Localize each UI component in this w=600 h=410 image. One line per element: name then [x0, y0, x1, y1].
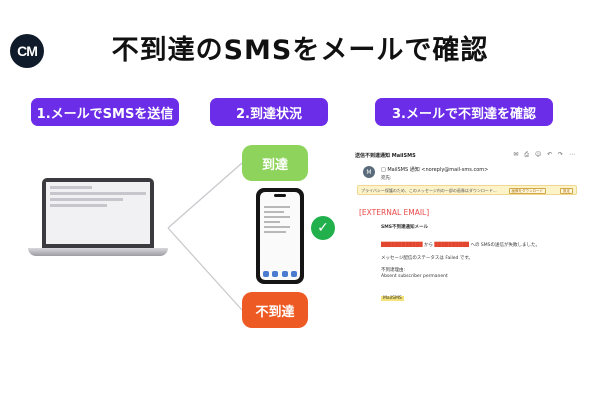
phone-message-line	[264, 206, 290, 208]
connector-to-delivered	[167, 162, 243, 229]
email-to: 宛先:	[381, 176, 392, 181]
step-2-label: 2.到達状況	[210, 98, 328, 126]
email-preview: 送信不到達通知 MailSMS ✉ ⎙ ☺ ↶ ↷ ⋯ M □ MailSMS …	[355, 150, 577, 310]
phone-message-line	[264, 221, 280, 223]
phone-message-line	[264, 231, 286, 233]
phone-screen	[260, 192, 300, 280]
app-icon	[281, 271, 288, 277]
laptop-base	[28, 248, 168, 256]
phone-message-line	[264, 226, 290, 228]
external-email-tag: [EXTERNAL EMAIL]	[359, 208, 430, 217]
sender-avatar: M	[363, 166, 375, 178]
email-body-text: への SMSの送信が失敗しました。	[470, 243, 540, 248]
app-icon	[263, 271, 269, 277]
laptop-illustration	[28, 178, 168, 258]
connector-to-undelivered	[167, 227, 243, 311]
screen-line	[50, 186, 92, 189]
screen-line	[50, 198, 123, 201]
laptop-lid	[42, 178, 154, 248]
email-from-prefix: から	[423, 243, 433, 248]
email-status-line: メッセージ配信のステータスは Failed です。	[381, 256, 473, 261]
cm-logo-icon: CM	[10, 34, 44, 68]
email-heading: SMS不到達通知メール	[381, 225, 428, 230]
email-subject: 送信不到達通知 MailSMS	[355, 153, 416, 159]
smartphone-illustration	[256, 188, 304, 284]
undelivered-badge: 不到達	[242, 292, 308, 328]
app-icon	[272, 271, 279, 277]
privacy-notice-bar: プライバシー保護のため、このメッセージ内の一部の画像はダウンロード... 画像を…	[357, 185, 577, 195]
email-toolbar-icons: ✉ ⎙ ☺ ↶ ↷ ⋯	[513, 151, 577, 158]
phone-dock	[263, 271, 297, 277]
page-title: 不到達のSMSをメールで確認	[111, 35, 489, 66]
phone-message-line	[264, 211, 284, 213]
privacy-notice-text: プライバシー保護のため、このメッセージ内の一部の画像はダウンロード...	[361, 188, 497, 193]
screen-line	[50, 192, 146, 195]
email-body-failure: ████████████ から ██████████ への SMSの送信が失敗し…	[381, 242, 540, 248]
email-reason-label: 不到達理由:	[381, 268, 406, 273]
laptop-screen	[46, 182, 150, 244]
download-images-button[interactable]: 画像をダウンロード	[508, 188, 546, 194]
app-icon	[290, 271, 297, 277]
phone-message-line	[264, 216, 290, 218]
redacted-sender: ████████████	[381, 243, 423, 248]
privacy-settings-button[interactable]: 設定	[560, 188, 573, 194]
check-circle-icon: ✓	[311, 216, 335, 240]
email-signature: MailSMS	[381, 296, 404, 301]
phone-notch	[274, 194, 286, 197]
delivered-badge: 到達	[242, 145, 308, 181]
email-from: □ MailSMS 通知 <noreply@mail-sms.com>	[381, 167, 489, 173]
email-reason-value: Absent subscriber permanent	[381, 274, 448, 279]
screen-line	[50, 204, 108, 207]
step-1-label: 1.メールでSMSを送信	[31, 98, 179, 126]
step-3-label: 3.メールで不到達を確認	[375, 98, 553, 126]
redacted-recipient: ██████████	[434, 243, 470, 248]
